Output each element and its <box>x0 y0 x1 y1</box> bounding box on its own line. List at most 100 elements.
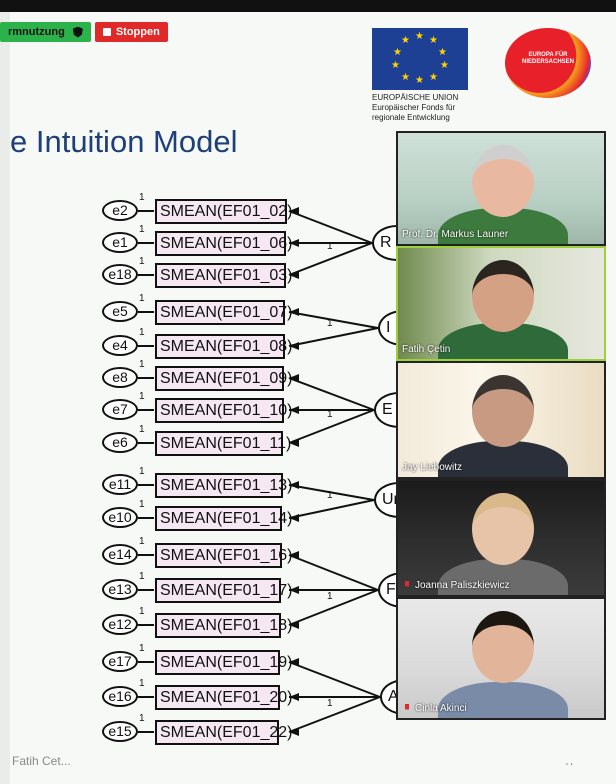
participant-video-tile[interactable]: Fatih Çetin <box>396 246 606 361</box>
participant-name: Prof. Dr. Markus Launer <box>402 229 509 240</box>
loading-path-arrow <box>288 661 381 698</box>
screen-sharing-label: rmnutzung <box>8 26 65 38</box>
participant-body <box>438 559 568 595</box>
loading-path-arrow <box>288 589 379 626</box>
loading-path-arrow <box>288 311 379 329</box>
fixed-loading-label: 1 <box>139 643 145 654</box>
fixed-loading-label: 1 <box>139 571 145 582</box>
screen-top-edge <box>0 0 616 12</box>
participant-head <box>472 260 534 332</box>
indicator-box: SMEAN(EF01_02) <box>155 199 293 224</box>
star-icon: ★ <box>393 47 402 58</box>
star-icon: ★ <box>401 35 410 46</box>
arrowhead <box>289 481 299 489</box>
loading-path-arrow <box>288 409 375 444</box>
arrowhead <box>289 621 299 629</box>
arrowhead <box>289 439 299 447</box>
error-term-node: e5 <box>102 301 138 322</box>
arrowhead <box>289 693 299 701</box>
fixed-loading-label: 1 <box>139 327 145 338</box>
indicator-box: SMEAN(EF01_13) <box>155 473 293 498</box>
fixed-loading-label: 1 <box>327 591 333 602</box>
error-term-node: e7 <box>102 399 138 420</box>
participant-name: Fatih Çetin <box>402 344 451 355</box>
participant-name-label: Joanna Paliszkiewicz <box>402 580 510 591</box>
loading-path-arrow <box>288 554 379 591</box>
participant-name: Jay Liebowitz <box>402 462 463 473</box>
indicator-box: SMEAN(EF01_22) <box>155 720 293 745</box>
fixed-loading-label: 1 <box>139 391 145 402</box>
error-term-node: e17 <box>102 651 138 672</box>
loading-path-arrow <box>288 499 375 519</box>
error-term-node: e11 <box>102 474 138 495</box>
fixed-loading-label: 1 <box>139 359 145 370</box>
eu-caption-line: Europäischer Fonds für <box>372 103 456 112</box>
arrowhead <box>289 239 299 247</box>
eu-caption-line: EUROPÄISCHE UNION <box>372 93 459 102</box>
participant-name-label: Cinla Akinci <box>402 703 467 714</box>
loading-path-arrow <box>288 377 375 411</box>
loading-path-arrow <box>288 242 373 276</box>
indicator-box: SMEAN(EF01_06) <box>155 231 293 256</box>
arrowhead <box>289 207 299 215</box>
participant-video-tile[interactable]: Prof. Dr. Markus Launer <box>396 131 606 246</box>
arrowhead <box>289 342 299 350</box>
loading-path-arrow <box>288 696 381 733</box>
arrowhead <box>289 374 299 382</box>
eu-flag-logo: ★ ★ ★ ★ ★ ★ ★ ★ ★ ★ <box>372 28 468 90</box>
indicator-box: SMEAN(EF01_07) <box>155 300 293 325</box>
stop-share-label: Stoppen <box>115 26 160 38</box>
fixed-loading-label: 1 <box>139 293 145 304</box>
error-term-node: e14 <box>102 544 138 565</box>
zoom-share-toolbar: rmnutzung Stoppen <box>0 22 168 42</box>
star-icon: ★ <box>415 75 424 86</box>
arrowhead <box>289 271 299 279</box>
nds-logo-line: EUROPA FÜR <box>528 52 568 58</box>
star-icon: ★ <box>391 60 400 71</box>
fixed-loading-label: 1 <box>139 678 145 689</box>
loading-path-arrow <box>288 484 375 501</box>
participant-name: Cinla Akinci <box>415 703 467 714</box>
arrowhead <box>289 728 299 736</box>
indicator-box: SMEAN(EF01_10) <box>155 398 293 423</box>
fixed-loading-label: 1 <box>327 241 333 252</box>
indicator-box: SMEAN(EF01_09) <box>155 366 293 391</box>
participant-body <box>438 441 568 477</box>
fixed-loading-label: 1 <box>139 224 145 235</box>
fixed-loading-label: 1 <box>139 424 145 435</box>
participant-name-label: Prof. Dr. Markus Launer <box>402 229 508 240</box>
participant-head <box>472 493 534 565</box>
mic-muted-icon <box>405 703 409 710</box>
fixed-loading-label: 1 <box>139 536 145 547</box>
nds-logo-text: EUROPA FÜR NIEDERSACHSEN <box>513 52 583 66</box>
error-term-node: e13 <box>102 579 138 600</box>
error-term-node: e10 <box>102 507 138 528</box>
screen-sharing-indicator[interactable]: rmnutzung <box>0 22 91 42</box>
fixed-loading-label: 1 <box>327 318 333 329</box>
indicator-box: SMEAN(EF01_03) <box>155 263 293 288</box>
loading-path-arrow <box>288 210 373 244</box>
fixed-loading-label: 1 <box>139 499 145 510</box>
arrowhead <box>289 551 299 559</box>
indicator-box: SMEAN(EF01_18) <box>155 613 293 638</box>
participant-video-tile[interactable]: Joanna Paliszkiewicz <box>396 479 606 597</box>
participant-video-tile[interactable]: Cinla Akinci <box>396 597 606 720</box>
participant-name: Joanna Paliszkiewicz <box>415 580 510 591</box>
loading-path-arrow <box>288 327 379 347</box>
participant-video-tile[interactable]: Jay Liebowitz <box>396 361 606 479</box>
arrowhead <box>289 406 299 414</box>
error-term-node: e2 <box>102 200 138 221</box>
fixed-loading-label: 1 <box>327 698 333 709</box>
indicator-box: SMEAN(EF01_11) <box>155 431 291 456</box>
slide-title: e Intuition Model <box>10 124 238 159</box>
star-icon: ★ <box>440 60 449 71</box>
participant-name-label: Fatih Çetin <box>402 344 450 355</box>
fixed-loading-label: 1 <box>139 256 145 267</box>
stop-share-button[interactable]: Stoppen <box>94 22 168 42</box>
error-term-node: e12 <box>102 614 138 635</box>
error-term-node: e15 <box>102 721 138 742</box>
fixed-loading-label: 1 <box>139 713 145 724</box>
arrowhead <box>289 586 299 594</box>
slide-footer-marks: ' ' <box>566 762 573 773</box>
arrowhead <box>289 514 299 522</box>
